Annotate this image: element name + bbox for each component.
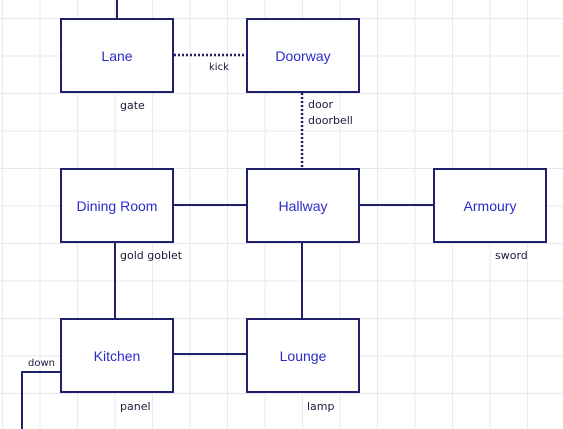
object-label-lamp: lamp [307,400,335,413]
connection-label-kick: kick [209,62,229,73]
object-label-gate: gate [120,99,145,112]
object-label-gold-goblet: gold goblet [120,249,183,262]
room-doorway[interactable]: Doorway [246,18,360,93]
room-hallway[interactable]: Hallway [246,168,360,243]
room-lane-label: Lane [101,47,133,64]
room-hallway-label: Hallway [278,197,328,214]
room-lounge-label: Lounge [279,347,327,364]
room-doorway-label: Doorway [275,47,331,64]
object-label-sword: sword [495,249,528,262]
connection-label-doorbell: doorbell [308,114,353,127]
room-dining-room[interactable]: Dining Room [60,168,174,243]
room-armoury-label: Armoury [463,197,517,214]
room-kitchen-label: Kitchen [93,347,141,364]
room-armoury[interactable]: Armoury [433,168,547,243]
kitchen-down-exit-line [21,371,60,429]
connection-label-door: door [308,98,333,111]
room-dining-room-label: Dining Room [76,197,158,214]
room-kitchen[interactable]: Kitchen [60,318,174,393]
connection-label-down: down [28,358,55,369]
room-lounge[interactable]: Lounge [246,318,360,393]
room-lane[interactable]: Lane [60,18,174,93]
object-label-panel: panel [120,400,151,413]
